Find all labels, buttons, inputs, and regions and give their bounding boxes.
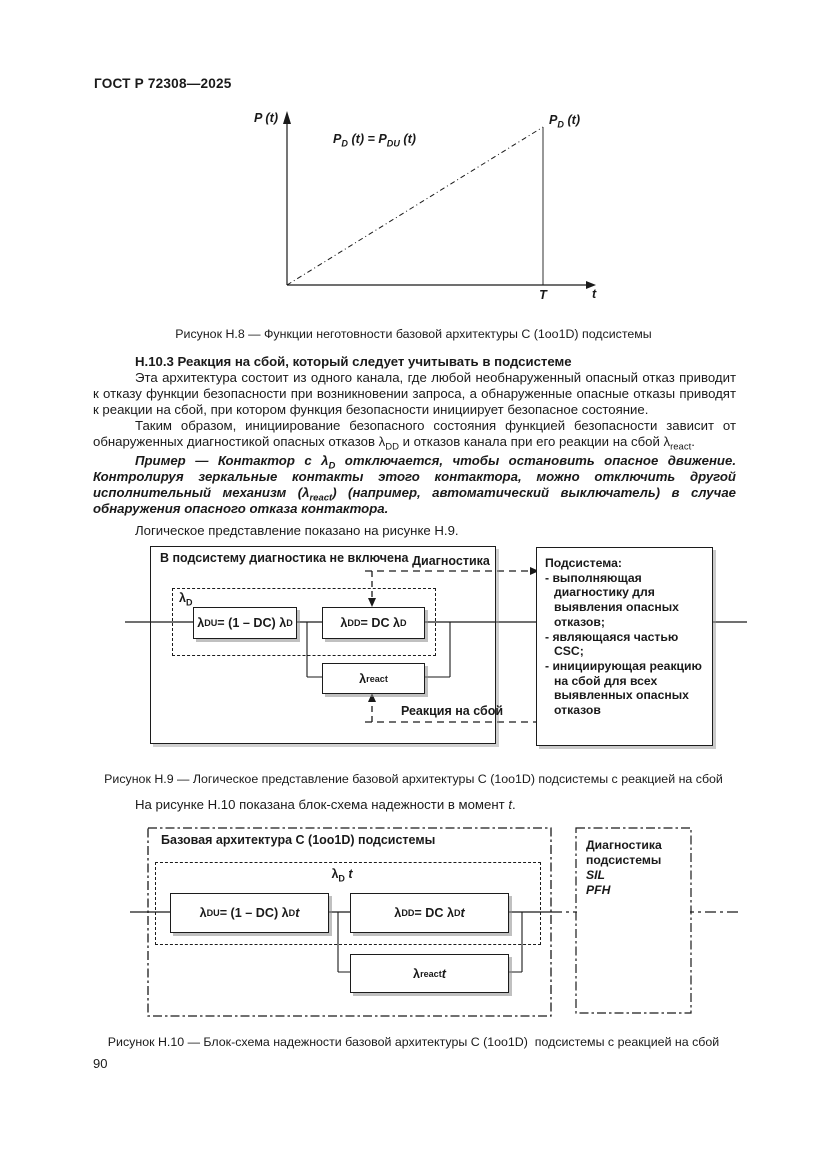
y-axis-arrow-icon (283, 111, 291, 124)
document-header: ГОСТ Р 72308—2025 (94, 76, 232, 91)
logic-sentence: Логическое представление показано на рис… (135, 523, 459, 539)
transition-sentence: На рисунке Н.10 показана блок-схема наде… (135, 797, 516, 812)
paragraph-2: Таким образом, инициирование безопасного… (93, 417, 736, 453)
unavailability-line (286, 126, 544, 286)
x-axis-arrow-icon (586, 281, 596, 289)
h10-lambda-dt-label: λD t (331, 867, 353, 884)
h9-channel-box-label: В подсистему диагностика не включена (160, 551, 409, 565)
h9-subsystem-item: - являющаяся частью CSC; (545, 629, 679, 659)
figure-h10-caption: Рисунок Н.10 — Блок-схема надежности баз… (107, 1035, 720, 1049)
h9-diagnostics-label: Диагностика (412, 554, 490, 568)
chart-equation: PD (t) = PDU (t) (333, 132, 416, 149)
section-heading: Н.10.3 Реакция на сбой, который следует … (135, 354, 572, 369)
figure-h8-caption: Рисунок Н.8 — Функции неготовности базов… (175, 327, 652, 341)
h9-subsystem-item: - инициирующая реакцию на сбой для всех … (545, 658, 702, 718)
h10-sil-label: SIL (586, 868, 605, 882)
h10-diagnostics-box: Диагностика подсистемы SIL PFH (577, 829, 690, 1012)
paragraph-1: Эта архитектура состоит из одного канала… (93, 369, 736, 417)
h10-diagnostics-line: Диагностика (586, 838, 662, 852)
chart-canvas (283, 111, 596, 289)
h9-subsystem-title: Подсистема: (545, 556, 622, 570)
figure-h10-diagram: λD t Базовая архитектура C (1oo1D) подси… (120, 822, 770, 1022)
example-paragraph: Пример — Контактор с λD отключается, что… (93, 453, 737, 517)
chart-x-axis-label: t (592, 287, 597, 301)
h9-lambda-d-group-box: λD (172, 588, 436, 656)
figure-h9-caption: Рисунок Н.9 — Логическое представление б… (104, 772, 723, 786)
section-text: Н.10.3 Реакция на сбой, который следует … (93, 354, 736, 539)
h10-architecture-label: Базовая архитектура C (1oo1D) подсистемы (161, 833, 436, 847)
figure-h8-chart: P (t) PD (t) PD (t) = PDU (t) T t (230, 98, 610, 313)
h9-subsystem-box: Подсистема: - выполняющая диагностику дл… (536, 547, 713, 746)
chart-y-axis-label: P (t) (254, 111, 279, 125)
h10-diagnostics-line: подсистемы (586, 853, 662, 867)
chart-peak-label: PD (t) (549, 113, 581, 130)
page-number: 90 (93, 1056, 108, 1071)
h9-subsystem-item: - выполняющая диагностику для выявления … (545, 570, 679, 629)
chart-tick-T: T (539, 288, 547, 302)
h9-reaction-label: Реакция на сбой (400, 704, 504, 718)
h10-pfh-label: PFH (586, 883, 611, 897)
h9-channel-box: В подсистему диагностика не включена (150, 546, 496, 744)
h9-lambda-d-label: λD (179, 591, 193, 608)
